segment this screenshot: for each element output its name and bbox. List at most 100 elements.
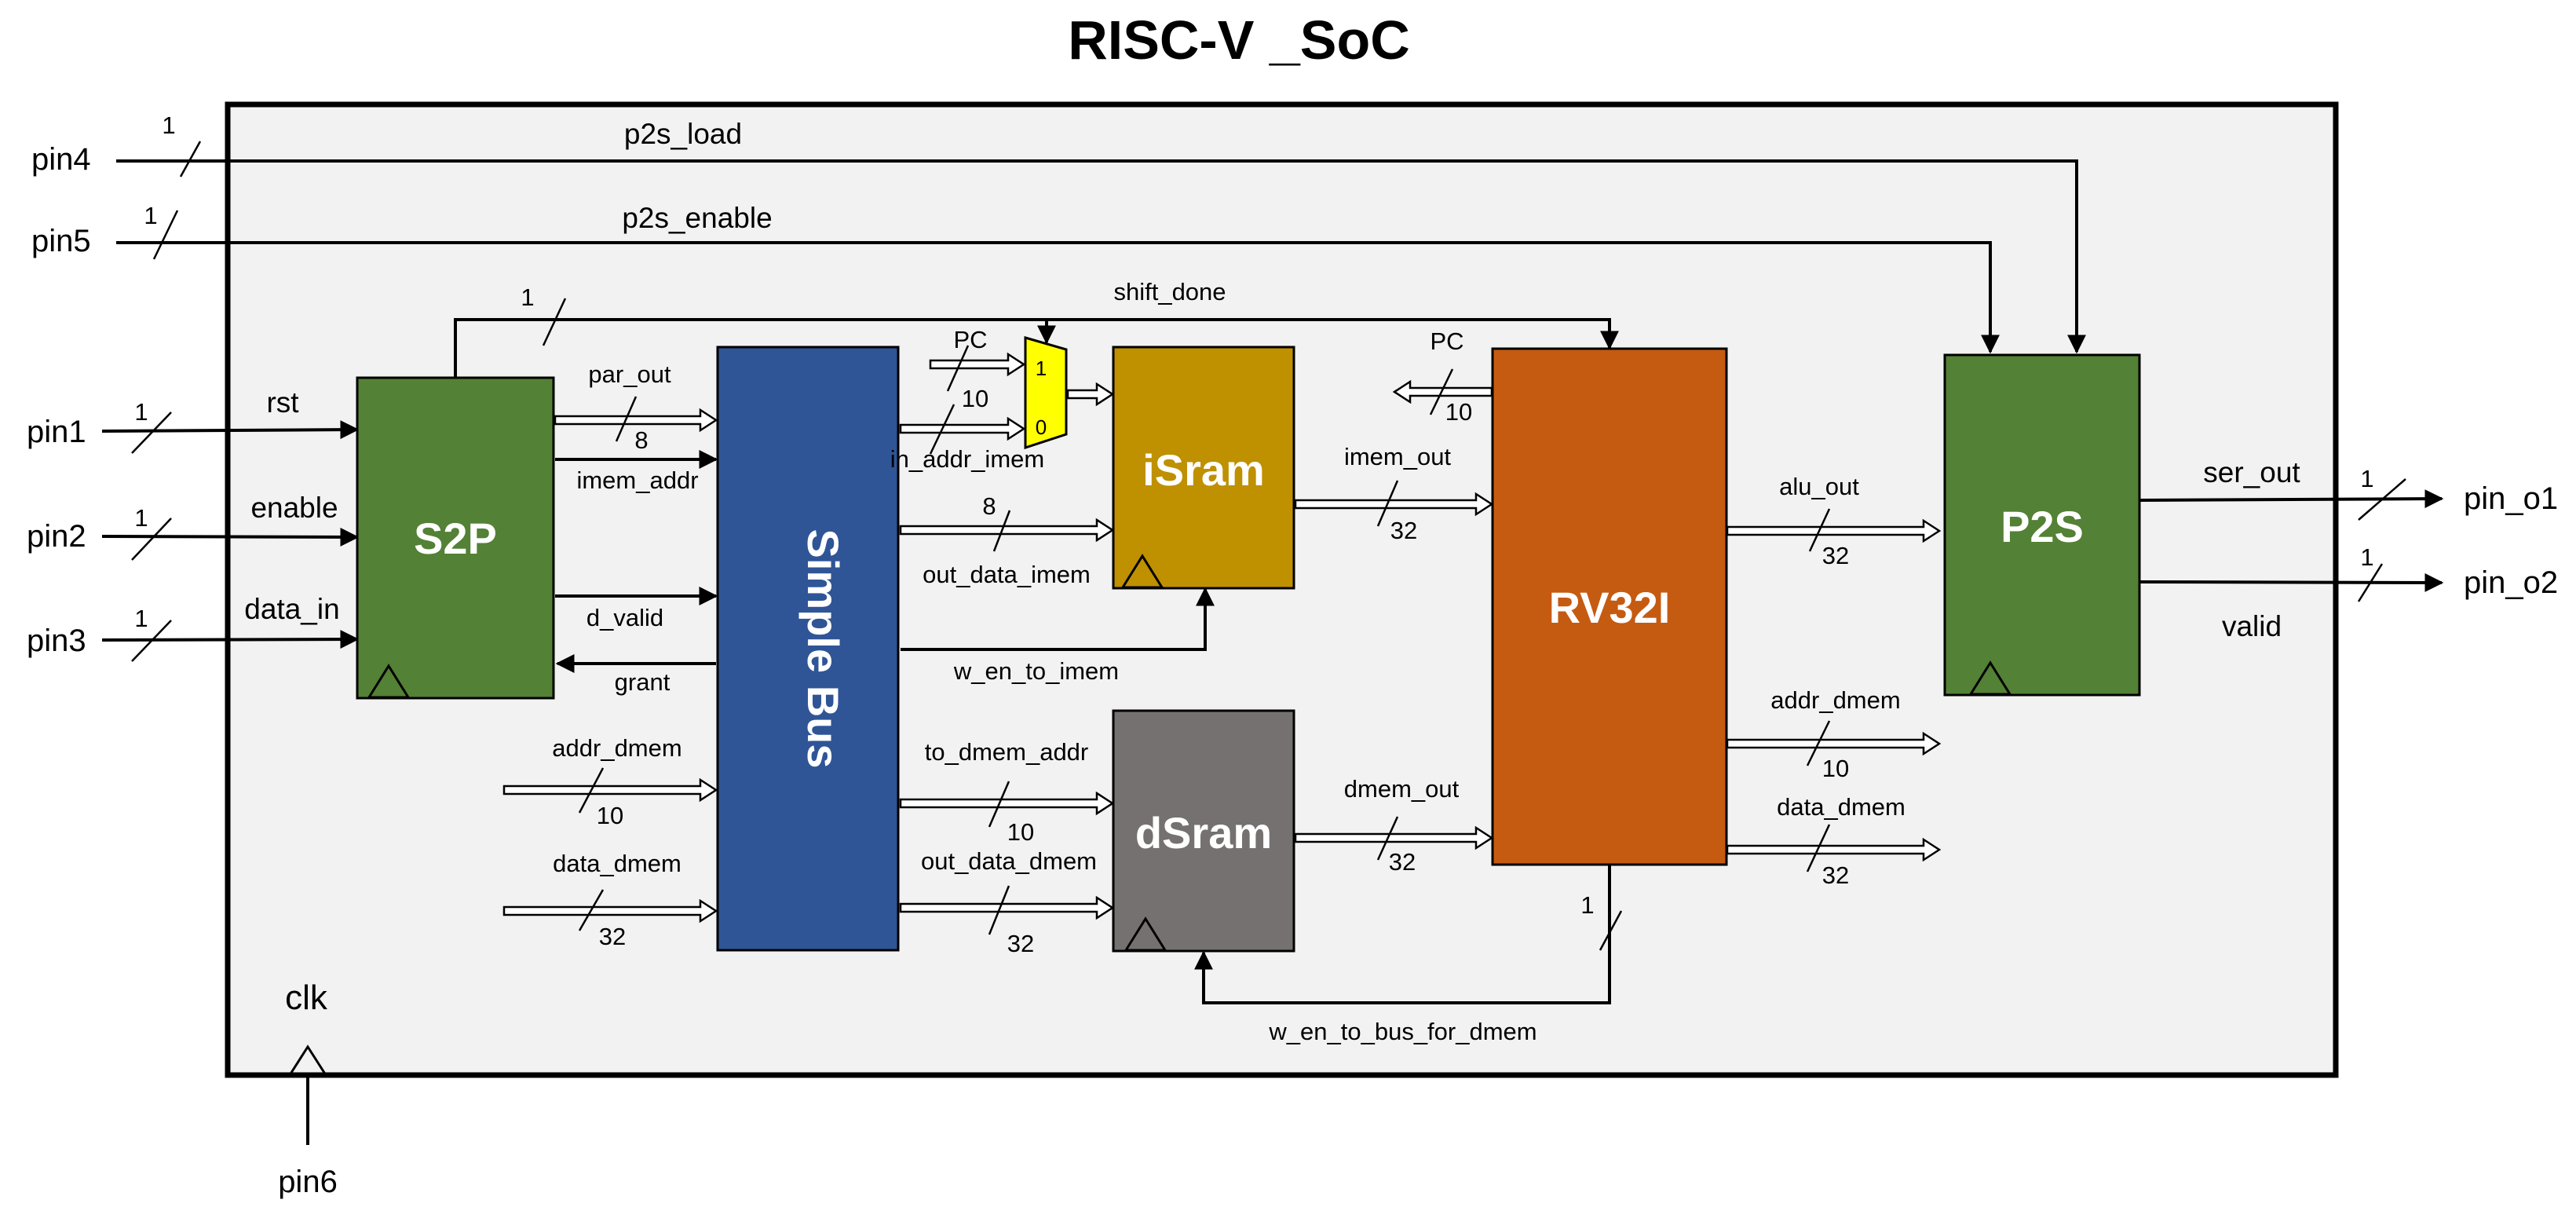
enable-wire bbox=[101, 527, 360, 547]
to-dmem-addr-label: to_dmem_addr bbox=[925, 738, 1089, 766]
shift-done-tick bbox=[542, 298, 567, 346]
to-dmem-addr-bus bbox=[899, 791, 1115, 816]
pin-o2-label: pin_o2 bbox=[2464, 565, 2558, 600]
s2p-label: S2P bbox=[414, 514, 497, 563]
data-dmem-in-width: 32 bbox=[599, 923, 626, 950]
mux-in1-label: 1 bbox=[1036, 357, 1047, 380]
rv32i-label: RV32I bbox=[1549, 583, 1671, 632]
pin3-width: 1 bbox=[134, 605, 148, 632]
p2s-load-label: p2s_load bbox=[624, 118, 742, 150]
to-dmem-addr-tick bbox=[988, 781, 1010, 828]
diagram-title: RISC-V _SoC bbox=[1068, 9, 1410, 71]
clk-symbol bbox=[287, 1044, 328, 1077]
w-en-dmem-tick bbox=[1599, 910, 1623, 951]
addr-dmem-in-bus bbox=[502, 777, 718, 803]
dsram-label: dSram bbox=[1135, 808, 1272, 858]
pin-o2-tick bbox=[2357, 563, 2384, 602]
ser-out-label: ser_out bbox=[2203, 456, 2300, 488]
p2s-enable-label: p2s_enable bbox=[622, 202, 772, 234]
alu-out-bus bbox=[1726, 518, 1942, 543]
data-dmem-in-bus bbox=[502, 898, 718, 924]
d-valid-label: d_valid bbox=[586, 604, 663, 631]
addr-dmem-in-label: addr_dmem bbox=[552, 734, 681, 762]
data-dmem-in-label: data_dmem bbox=[553, 850, 681, 877]
data-in-label: data_in bbox=[244, 593, 339, 625]
out-data-imem-bus bbox=[899, 518, 1115, 543]
mux-out-bus bbox=[1066, 382, 1115, 407]
dmem-out-width: 32 bbox=[1389, 848, 1416, 876]
pc-mux-width: 10 bbox=[962, 385, 988, 412]
valid-wire bbox=[2139, 572, 2444, 592]
out-data-imem-tick bbox=[992, 510, 1011, 552]
addr-dmem-out-bus bbox=[1726, 731, 1942, 756]
s2p-block: S2P bbox=[356, 376, 555, 700]
rv32i-block: RV32I bbox=[1491, 347, 1728, 866]
par-out-width: 8 bbox=[634, 426, 648, 454]
pin6-label: pin6 bbox=[278, 1165, 338, 1199]
valid-label: valid bbox=[2222, 610, 2282, 642]
p2s-enable-wire bbox=[116, 241, 2000, 354]
dmem-out-tick bbox=[1376, 816, 1399, 861]
w-en-to-imem-wire bbox=[901, 587, 1215, 651]
pin5-tick bbox=[152, 210, 179, 260]
pin3-label: pin3 bbox=[27, 624, 86, 658]
imem-out-label: imem_out bbox=[1344, 443, 1451, 470]
addr-dmem-in-tick bbox=[578, 767, 605, 814]
isram-label: iSram bbox=[1142, 445, 1265, 495]
data-dmem-in-tick bbox=[578, 889, 605, 931]
imem-addr-label: imem_addr bbox=[576, 466, 698, 494]
enable-label: enable bbox=[250, 492, 338, 524]
simple-bus-label: Simple Bus bbox=[798, 529, 848, 769]
par-out-label: par_out bbox=[588, 360, 671, 388]
imem-out-tick bbox=[1376, 480, 1399, 527]
to-dmem-addr-width: 10 bbox=[1007, 818, 1034, 846]
imem-out-width: 32 bbox=[1390, 517, 1417, 544]
in-addr-imem-tick bbox=[929, 404, 955, 455]
out-data-dmem-width: 32 bbox=[1007, 930, 1034, 957]
addr-dmem-out-tick bbox=[1806, 720, 1831, 766]
p2s-label: P2S bbox=[2001, 502, 2084, 551]
imem-out-bus bbox=[1294, 492, 1494, 517]
bus-arrows bbox=[502, 352, 1942, 924]
pc-mux-label: PC bbox=[953, 326, 987, 353]
ser-out-wire bbox=[2139, 489, 2444, 509]
data-dmem-out-label: data_dmem bbox=[1777, 793, 1906, 821]
par-out-tick bbox=[615, 396, 638, 442]
alu-out-label: alu_out bbox=[1779, 473, 1859, 500]
pin4-width: 1 bbox=[162, 112, 175, 139]
pin-o1-tick bbox=[2358, 478, 2406, 521]
p2s-load-wire bbox=[116, 159, 2086, 354]
data-dmem-out-tick bbox=[1806, 824, 1831, 872]
pin-o2-width: 1 bbox=[2360, 543, 2373, 571]
pc-rv-tick bbox=[1429, 368, 1454, 415]
shift-done-label: shift_done bbox=[1113, 278, 1226, 305]
isram-block: iSram bbox=[1112, 346, 1295, 590]
pin1-label: pin1 bbox=[27, 415, 86, 449]
clk-label: clk bbox=[285, 978, 328, 1017]
s2p-clock-symbol bbox=[367, 664, 411, 699]
addr-dmem-out-label: addr_dmem bbox=[1770, 686, 1900, 714]
grant-label: grant bbox=[615, 668, 670, 696]
w-en-dmem-width: 1 bbox=[1580, 891, 1594, 919]
pin-o1-width: 1 bbox=[2360, 465, 2373, 492]
pin5-width: 1 bbox=[144, 202, 157, 229]
isram-clock-symbol bbox=[1120, 554, 1164, 589]
pc-mux-top-bus bbox=[929, 352, 1026, 377]
out-data-dmem-tick bbox=[988, 885, 1010, 935]
width-ticks bbox=[131, 141, 2406, 951]
out-data-imem-width: 8 bbox=[982, 492, 996, 520]
p2s-clock-symbol bbox=[1968, 660, 2012, 696]
shift-done-width: 1 bbox=[521, 283, 534, 311]
shift-done-wire bbox=[454, 318, 1619, 378]
addr-dmem-in-width: 10 bbox=[597, 802, 623, 829]
pc-rv-label: PC bbox=[1430, 327, 1463, 355]
simple-bus-block: Simple Bus bbox=[716, 346, 900, 952]
dmem-out-bus bbox=[1294, 825, 1494, 850]
addr-dmem-out-width: 10 bbox=[1822, 755, 1849, 782]
alu-out-width: 32 bbox=[1822, 542, 1849, 569]
pc-rv-width: 10 bbox=[1445, 398, 1472, 426]
alu-out-tick bbox=[1808, 508, 1831, 552]
pin5-label: pin5 bbox=[31, 224, 91, 258]
par-out-bus bbox=[554, 408, 718, 433]
pin1-width: 1 bbox=[134, 398, 148, 426]
